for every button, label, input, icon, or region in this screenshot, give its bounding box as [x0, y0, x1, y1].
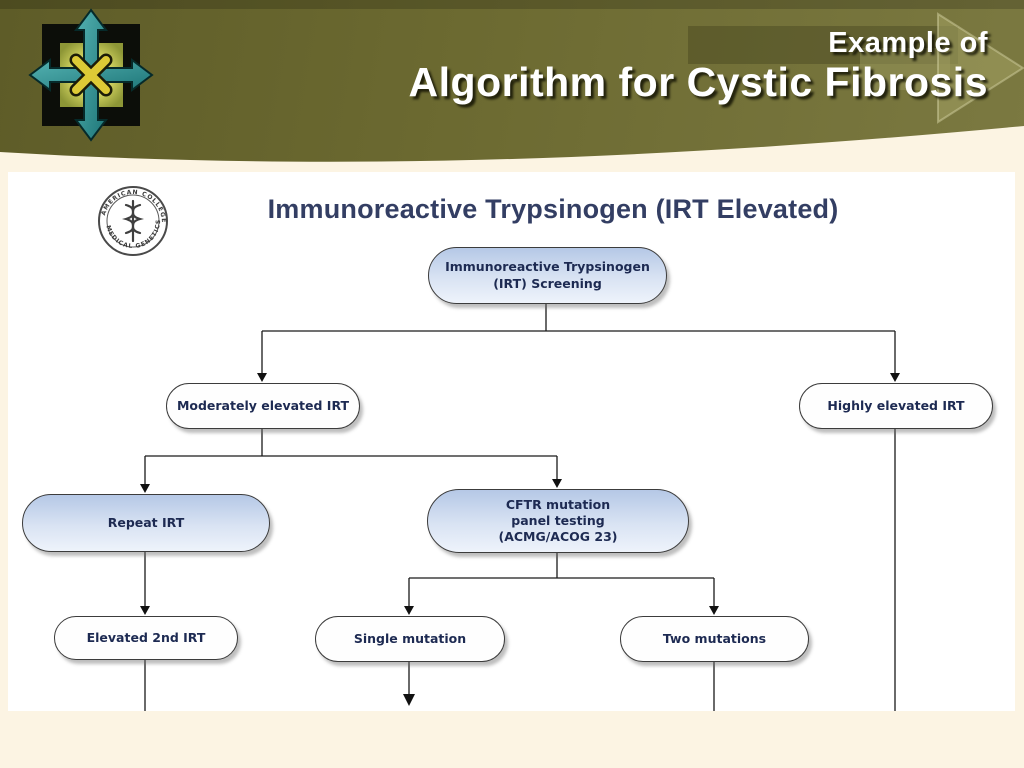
slide-title-line1: Example of [828, 27, 988, 59]
arrowhead-elevated2nd-icon [140, 606, 150, 615]
arrowhead-single-continues-icon [403, 694, 415, 706]
arrowhead-moderate-icon [257, 373, 267, 382]
node-highly-elevated-irt: Highly elevated IRT [799, 383, 993, 429]
acmg-seal-icon: AMERICAN COLLEGE MEDICAL GENETICS [98, 186, 168, 256]
node-irt-screening: Immunoreactive Trypsinogen (IRT) Screeni… [428, 247, 667, 304]
node-single-mutation: Single mutation [315, 616, 505, 662]
node-repeat-irt: Repeat IRT [22, 494, 270, 552]
diagram-title: Immunoreactive Trypsinogen (IRT Elevated… [267, 194, 839, 224]
compass-cross-logo-icon [28, 8, 154, 142]
header-curve [0, 126, 1024, 170]
node-moderately-elevated-irt: Moderately elevated IRT [166, 383, 360, 429]
slide-title-line2: Algorithm for Cystic Fibrosis [408, 58, 988, 105]
header-top-strip [0, 0, 1024, 9]
arrow-head-icon [937, 12, 1024, 124]
header-decorations [0, 12, 1024, 170]
slide-title: Example of Algorithm for Cystic Fibrosis [408, 27, 988, 105]
arrow-tail [860, 48, 950, 90]
arrowhead-two-icon [709, 606, 719, 615]
node-cftr-panel: CFTR mutation panel testing (ACMG/ACOG 2… [427, 489, 689, 553]
node-two-mutations: Two mutations [620, 616, 809, 662]
arrowhead-single-icon [404, 606, 414, 615]
arrowhead-high-icon [890, 373, 900, 382]
arrowhead-cftr-icon [552, 479, 562, 488]
arrowhead-repeat-icon [140, 484, 150, 493]
node-elevated-2nd-irt: Elevated 2nd IRT [54, 616, 238, 660]
flow-connectors [140, 302, 900, 711]
flowchart-panel: AMERICAN COLLEGE MEDICAL GENETICS Immuno… [8, 172, 1015, 711]
slide-header: Example of Algorithm for Cystic Fibrosis [0, 0, 1024, 170]
